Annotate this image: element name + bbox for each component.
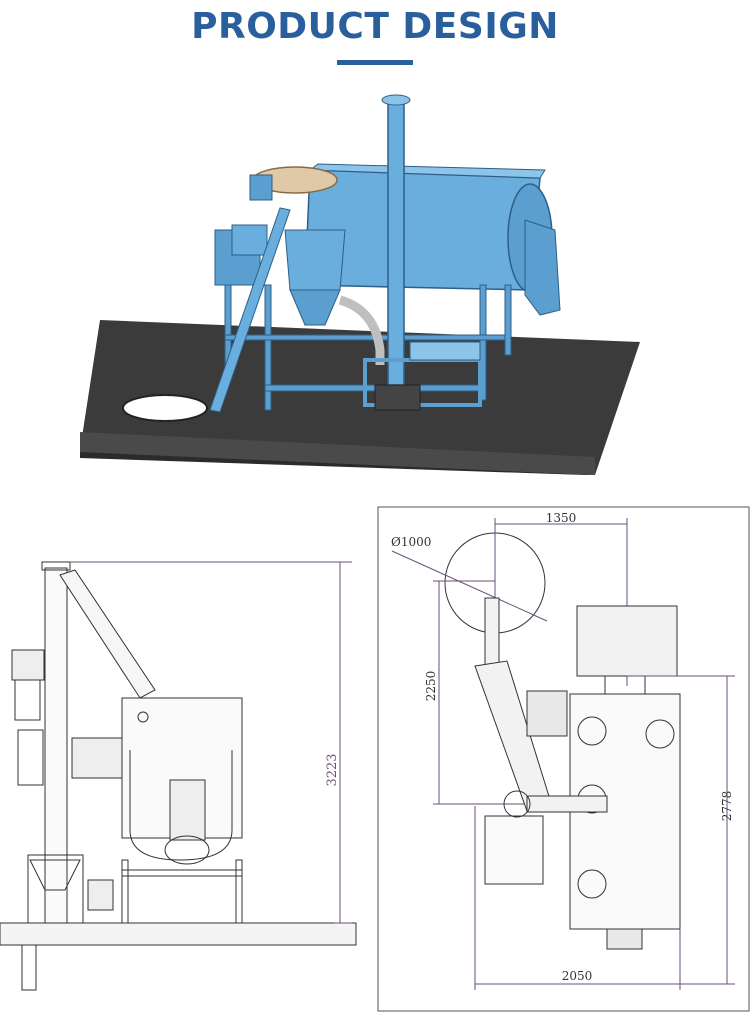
top-width-dimension-label: 1350 [546, 511, 577, 525]
top-view-drawing: Ø1000 1350 2250 2778 2050 [377, 506, 750, 1012]
title-underline [337, 60, 413, 65]
bottom-width-dimension-label: 2050 [562, 969, 593, 983]
height-dimension-label: 3223 [325, 753, 340, 786]
diameter-dimension-label: Ø1000 [391, 535, 431, 549]
page-title: PRODUCT DESIGN [191, 6, 559, 47]
left-height-dimension-label: 2250 [424, 671, 438, 702]
side-view-drawing: 3223 [0, 561, 357, 991]
machine-3d-render [80, 94, 640, 475]
right-height-dimension-label: 2778 [720, 791, 734, 822]
